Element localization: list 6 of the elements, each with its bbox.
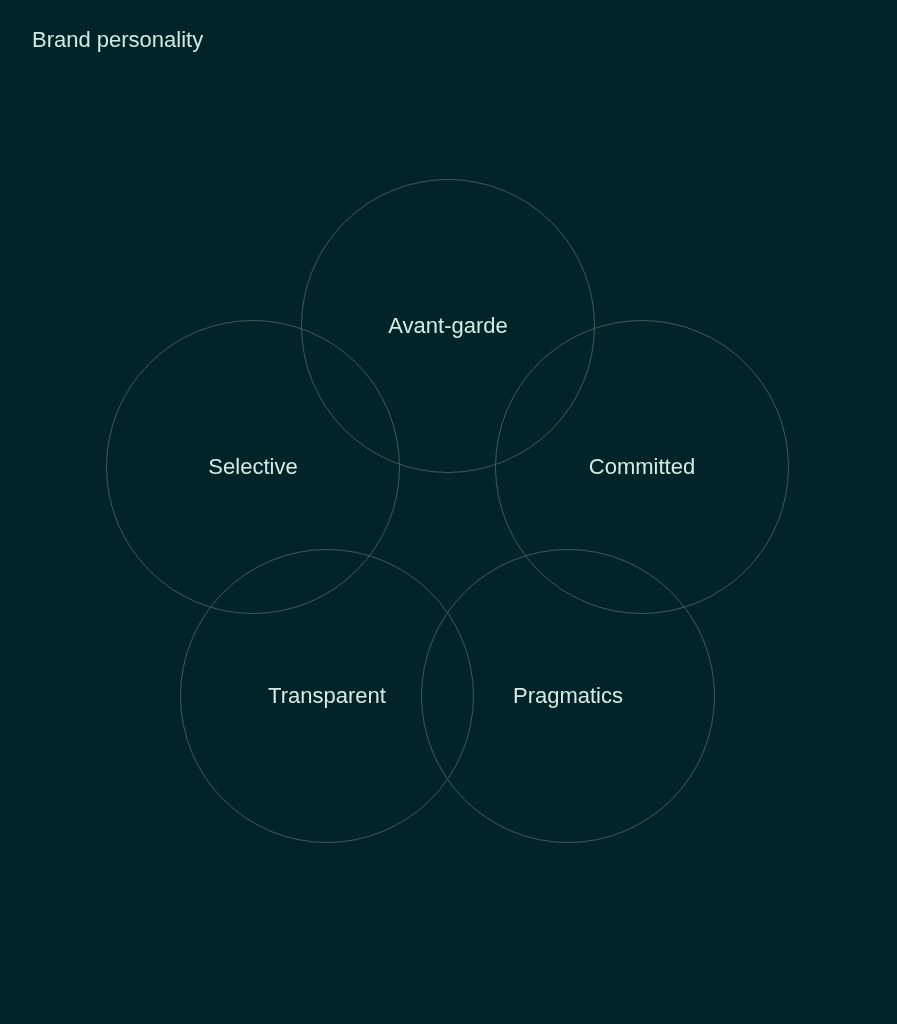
circle-label: Transparent [268, 682, 386, 710]
circle-label: Avant-garde [388, 312, 508, 340]
diagram-title: Brand personality [32, 27, 204, 54]
circle-label: Pragmatics [513, 682, 623, 710]
circle-label: Committed [588, 453, 696, 481]
circle-label: Selective [208, 453, 298, 481]
